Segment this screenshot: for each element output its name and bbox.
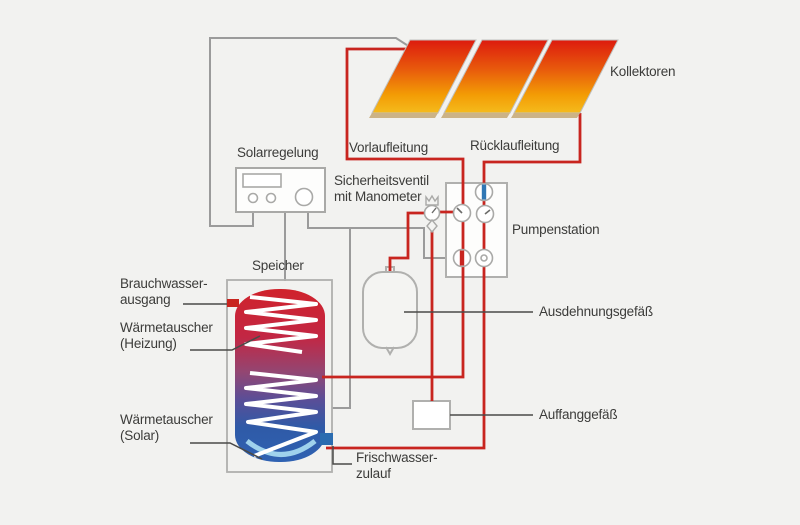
label-waermetauscher-heizung: Wärmetauscher (Heizung): [120, 320, 213, 351]
safety-valve-cap: [425, 194, 439, 206]
label-kollektoren: Kollektoren: [610, 64, 676, 79]
controller-dial-icon: [294, 187, 314, 207]
pointer-heizung-coil: [190, 335, 261, 351]
pump-station-components: [452, 182, 495, 268]
tank-bottom-sensor-wire: [332, 228, 351, 409]
gauge-needle: [456, 207, 463, 214]
label-solarregelung: Solarregelung: [237, 145, 319, 160]
label-sicherheitsventil: Sicherheitsventil mit Manometer: [334, 173, 429, 204]
label-pumpenstation: Pumpenstation: [512, 222, 600, 237]
label-waermetauscher-solar: Wärmetauscher (Solar): [120, 412, 213, 443]
label-ausdehnungsgefaess: Ausdehnungsgefäß: [539, 304, 653, 319]
collection-vessel: [412, 400, 451, 430]
collector-array: [369, 39, 619, 118]
label-vorlaufleitung: Vorlaufleitung: [349, 140, 429, 155]
label-speicher: Speicher: [252, 258, 304, 273]
safety-valve-manometer-icon: [423, 194, 441, 234]
heating-heat-exchanger-coil: [244, 295, 318, 354]
label-frischwasserzulauf: Frischwasser- zulauf: [356, 450, 438, 481]
expansion-vessel: [362, 271, 418, 349]
safety-valve-body: [426, 218, 438, 234]
collector-sensor-wire: [209, 37, 414, 227]
pointer-solar-coil: [190, 442, 263, 460]
freshwater-coil-arc: [245, 439, 317, 457]
manometer-needle: [431, 207, 437, 214]
solar-heat-exchanger-coil: [244, 371, 318, 458]
collector-panel-edge: [369, 113, 438, 118]
pointer-frischwasser: [332, 446, 352, 465]
ball-valve-blue-handle: [481, 184, 487, 200]
freshwater-inlet-stub: [320, 433, 333, 445]
pump-icon-center: [480, 254, 488, 262]
controller-display: [242, 173, 282, 188]
controller-knob-icon: [247, 192, 259, 204]
ruecklauf-pipe: [326, 113, 582, 450]
safety-valve-left-pipe: [388, 211, 425, 271]
label-brauchwasserausgang: Brauchwasser- ausgang: [120, 276, 208, 307]
pumpstation-control-wire: [307, 212, 447, 259]
label-ruecklaufleitung: Rücklaufleitung: [470, 138, 560, 153]
vorlauf-pipe: [322, 47, 465, 379]
ball-valve-red-handle: [459, 250, 465, 266]
controller-knob-icon: [265, 192, 277, 204]
gauge-needle: [484, 209, 491, 215]
label-auffanggefaess: Auffanggefäß: [539, 407, 618, 422]
collector-panel-edge: [511, 113, 580, 118]
hot-water-outlet-stub: [227, 299, 239, 307]
collector-panel-edge: [441, 113, 510, 118]
